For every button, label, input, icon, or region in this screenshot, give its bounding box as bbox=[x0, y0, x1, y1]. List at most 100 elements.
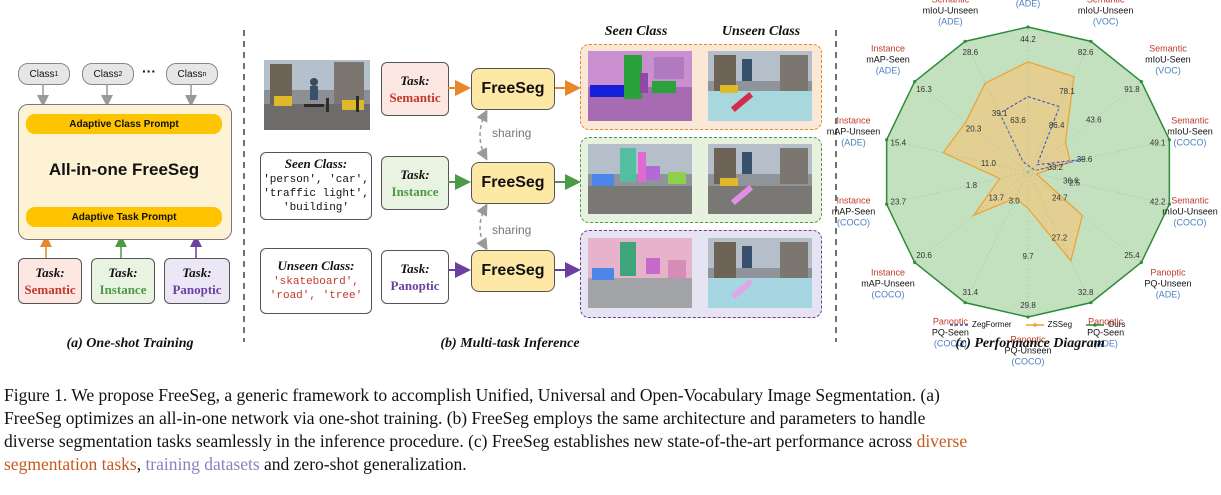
model-title: All-in-one FreeSeg bbox=[48, 160, 200, 179]
ours-value-label: 42.2 bbox=[1150, 198, 1166, 207]
axis-dataset: (COCO) bbox=[933, 338, 967, 349]
class-sub: 2 bbox=[118, 70, 123, 78]
ours-vertex-dot bbox=[1139, 79, 1143, 84]
caption-c: (c) Performance Diagram bbox=[955, 336, 1105, 351]
axis-dataset: (VOC) bbox=[1092, 16, 1119, 27]
input-street-photo bbox=[264, 60, 370, 130]
adaptive-task-prompt: Adaptive Task Prompt bbox=[26, 207, 222, 227]
zsseg-value-label: 20.3 bbox=[966, 125, 982, 134]
radar-spokes bbox=[885, 25, 1171, 319]
task-label: Task: bbox=[108, 265, 138, 280]
legend-zegformer: ZegFormer bbox=[950, 320, 1012, 329]
col-seen-class: Seen Class bbox=[604, 24, 668, 39]
unseen-class-header: Unseen Class: bbox=[277, 258, 355, 273]
ours-value-label: 31.4 bbox=[963, 288, 979, 297]
instance-unseen-result bbox=[708, 144, 812, 214]
ours-vertex-dot bbox=[963, 39, 967, 43]
task-name: Panoptic bbox=[172, 282, 222, 297]
axis-task-kind: Semantic bbox=[1149, 43, 1187, 54]
ours-vertex-dot bbox=[913, 260, 917, 265]
axis-metric: mIoU-Seen bbox=[1167, 126, 1213, 137]
axis-dataset: (ADE) bbox=[841, 137, 866, 148]
task-label: Task: bbox=[400, 167, 430, 182]
caption-line-1: Figure 1. We propose FreeSeg, a generic … bbox=[4, 385, 940, 405]
ours-value-label: 25.4 bbox=[1124, 251, 1140, 260]
ours-vertex-dot bbox=[1167, 138, 1171, 142]
axis-metric: PQ-Unseen bbox=[1144, 278, 1192, 289]
axis-metric: mAP-Unseen bbox=[826, 126, 881, 137]
seen-class-list: 'person', 'car', 'traffic light', 'build… bbox=[263, 174, 369, 214]
zegformer-value-label: 86.4 bbox=[1049, 121, 1065, 130]
seen-class-header: Seen Class: bbox=[284, 156, 348, 171]
axis-dataset: (COCO) bbox=[1173, 217, 1207, 228]
radar-value-labels: 82.691.849.142.225.432.829.831.420.623.7… bbox=[891, 35, 1166, 310]
radar-spoke bbox=[1027, 81, 1142, 173]
task-name: Instance bbox=[99, 282, 147, 297]
zegformer-value-label: 36.6 bbox=[1063, 176, 1079, 185]
legend-label: Ours bbox=[1108, 320, 1126, 329]
task-name: Semantic bbox=[389, 90, 441, 105]
ours-value-label: 15.4 bbox=[891, 138, 907, 147]
axis-dataset: (ADE) bbox=[1155, 289, 1181, 300]
caption-highlight-diverse: diverse bbox=[916, 431, 968, 451]
radar-spoke bbox=[1027, 171, 1170, 205]
ours-value-label: 44.2 bbox=[1020, 35, 1036, 44]
class-label: Class bbox=[93, 68, 119, 80]
radar-chart: 82.691.849.142.225.432.829.831.420.623.7… bbox=[885, 25, 1171, 319]
class-ellipsis: ··· bbox=[142, 63, 156, 79]
panoptic-unseen-result bbox=[708, 238, 812, 308]
axis-task-kind: Instance bbox=[871, 43, 906, 54]
freeseg-block-instance: FreeSeg bbox=[471, 162, 555, 204]
axis-task-kind: Instance bbox=[836, 115, 871, 126]
instance-seen-result bbox=[588, 144, 692, 214]
caption-line-2: FreeSeg optimizes an all-in-one network … bbox=[4, 408, 926, 428]
ours-vertex-dot bbox=[1089, 301, 1093, 305]
zsseg-value-label: 27.2 bbox=[1052, 233, 1068, 242]
zsseg-value-label: 9.7 bbox=[1022, 252, 1034, 261]
task-label: Task: bbox=[400, 73, 430, 88]
axis-metric: mAP-Unseen bbox=[861, 278, 915, 289]
ours-vertex-dot bbox=[1139, 260, 1143, 265]
class-label: Class bbox=[177, 68, 203, 80]
class-label: Class bbox=[29, 68, 55, 80]
caption-highlight-tasks: segmentation tasks bbox=[4, 454, 137, 474]
axis-task-kind: Panoptic bbox=[932, 316, 968, 327]
axis-task-kind: Instance bbox=[871, 267, 906, 278]
zsseg-value-label: 39.6 bbox=[1077, 155, 1093, 164]
ours-vertex-dot bbox=[1089, 39, 1093, 43]
ours-value-label: 20.6 bbox=[916, 251, 932, 260]
zegformer-value-label: 33.2 bbox=[1047, 163, 1063, 172]
legend-label: ZSSeg bbox=[1047, 320, 1073, 329]
zsseg-value-label: 1.8 bbox=[966, 181, 978, 190]
task-name: Instance bbox=[391, 184, 439, 199]
axis-task-kind: Semantic bbox=[923, 0, 979, 5]
axis-task-kind: Semantic bbox=[1171, 195, 1209, 206]
legend-label: ZegFormer bbox=[972, 320, 1012, 329]
axis-task-kind: Panoptic bbox=[1088, 316, 1124, 327]
task-label: Task: bbox=[400, 261, 430, 276]
caption-line-3-text: diverse segmentation tasks seamlessly in… bbox=[4, 431, 913, 451]
freeseg-block-semantic: FreeSeg bbox=[471, 68, 555, 110]
radar-spoke bbox=[914, 171, 1029, 263]
semantic-unseen-result bbox=[708, 51, 812, 121]
radar-spoke bbox=[886, 171, 1029, 205]
caption-highlight-datasets: training datasets bbox=[145, 454, 260, 474]
caption-line-4: segmentation tasks, training datasets an… bbox=[4, 453, 1216, 476]
ours-vertex-dot bbox=[1167, 202, 1171, 206]
axis-metric: mAP-Seen bbox=[831, 206, 876, 217]
axis-task-kind: Panoptic bbox=[1010, 334, 1046, 345]
ours-value-label: 91.8 bbox=[1124, 85, 1140, 94]
infer-task-semantic: Task: Semantic bbox=[381, 62, 449, 116]
axis-metric: mIoU-Seen bbox=[1145, 54, 1191, 65]
